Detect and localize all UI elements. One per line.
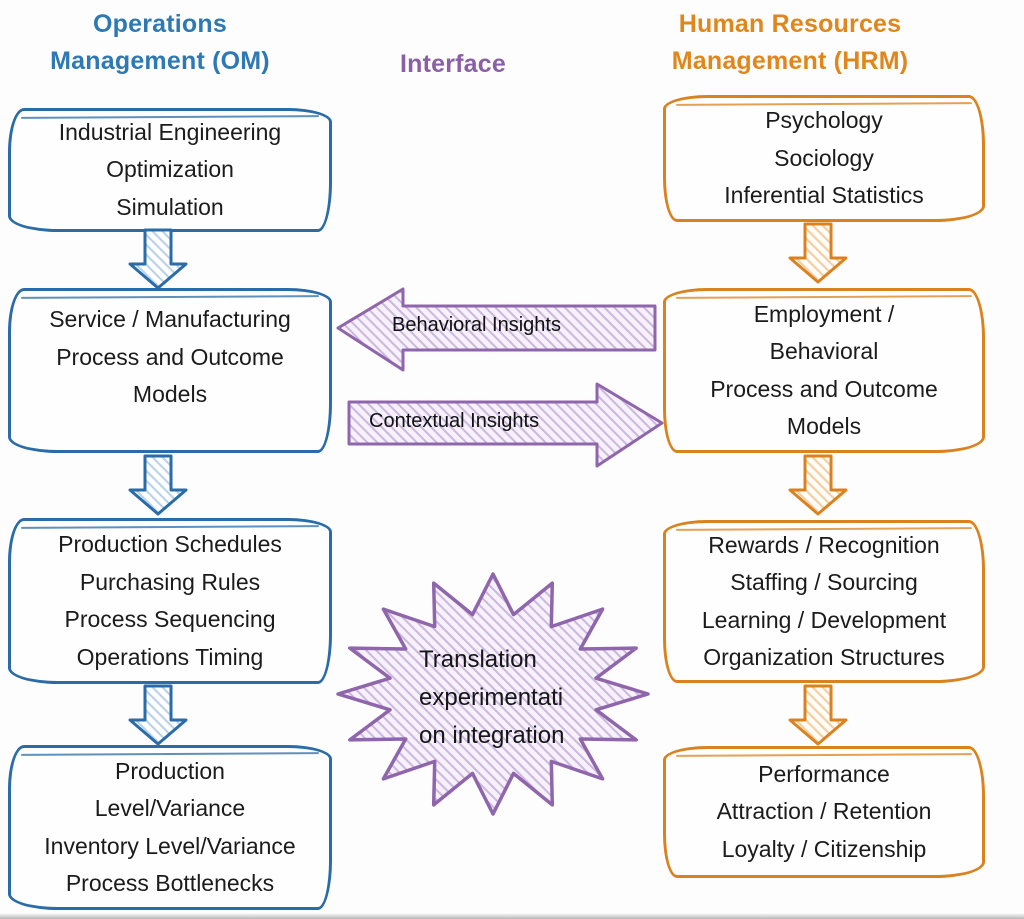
box-line: Simulation (116, 193, 224, 220)
box-line: Optimization (106, 156, 234, 183)
left-arrow-icon (336, 287, 657, 372)
box-line: Process and Outcome (56, 343, 284, 370)
box-line: Staffing / Sourcing (730, 569, 918, 595)
box-line: Loyalty / Citizenship (721, 835, 927, 862)
contextual-insights-label: Contextual Insights (369, 410, 540, 432)
translation-starburst: Translation experimentati on integration (333, 569, 653, 819)
box-line: Operations Timing (76, 643, 264, 670)
hrm-box-practices: Rewards / Recognition Staffing / Sourcin… (663, 520, 985, 683)
box-line: Attraction / Retention (716, 798, 932, 825)
box-line: Sociology (774, 144, 874, 171)
box-line: Process Bottlenecks (65, 870, 275, 896)
hrm-box-disciplines: Psychology Sociology Inferential Statist… (663, 95, 985, 222)
bottom-edge-shade (0, 913, 1024, 919)
box-line: Service / Manufacturing (49, 306, 291, 332)
box-line: Process and Outcome (710, 375, 938, 402)
hrm-column-header: Human Resources Management (HRM) (671, 10, 909, 75)
box-line: Purchasing Rules (79, 568, 261, 595)
box-line: Organization Structures (703, 644, 945, 670)
starburst-icon (336, 572, 650, 816)
box-line: Employment / (753, 300, 895, 327)
starburst-line: experimentati (419, 684, 564, 711)
interface-column-header: Interface (399, 50, 506, 78)
om-box-models: Service / Manufacturing Process and Outc… (8, 288, 332, 453)
down-arrow-icon (128, 228, 188, 290)
behavioral-insights-label: Behavioral Insights (392, 314, 561, 336)
box-line: Psychology (765, 107, 883, 134)
down-arrow-icon (788, 684, 848, 746)
om-column-header: Operations Management (OM) (50, 10, 270, 75)
box-line: Industrial Engineering (58, 118, 282, 145)
box-line: Inferential Statistics (724, 182, 924, 209)
box-line: Inventory Level/Variance (44, 832, 296, 859)
box-line: Performance (758, 760, 890, 787)
box-line: Models (786, 413, 862, 439)
down-arrow-icon (788, 454, 848, 516)
om-box-disciplines: Industrial Engineering Optimization Simu… (8, 108, 332, 232)
starburst-line: on integration (419, 722, 565, 749)
box-line: Production Schedules (58, 531, 282, 557)
hrm-box-models: Employment / Behavioral Process and Outc… (663, 288, 985, 453)
starburst-text: Translation experimentati on integration (419, 641, 634, 755)
box-line: Level/Variance (94, 795, 246, 821)
starburst-line: Translation (419, 646, 537, 673)
box-line: Models (132, 381, 208, 407)
box-line: Production (115, 757, 225, 784)
box-line: Process Sequencing (64, 606, 276, 632)
box-line: Rewards / Recognition (708, 531, 940, 558)
om-box-decisions: Production Schedules Purchasing Rules Pr… (8, 518, 332, 684)
box-line: Behavioral (769, 338, 879, 364)
down-arrow-icon (128, 684, 188, 746)
behavioral-insights-arrow: Behavioral Insights (335, 287, 660, 372)
right-arrow-icon (347, 382, 664, 468)
box-line: Learning / Development (701, 606, 947, 633)
hrm-box-outcomes: Performance Attraction / Retention Loyal… (663, 746, 985, 878)
contextual-insights-arrow: Contextual Insights (345, 382, 665, 468)
down-arrow-icon (128, 454, 188, 516)
down-arrow-icon (788, 222, 848, 284)
om-box-outcomes: Production Level/Variance Inventory Leve… (8, 745, 332, 910)
